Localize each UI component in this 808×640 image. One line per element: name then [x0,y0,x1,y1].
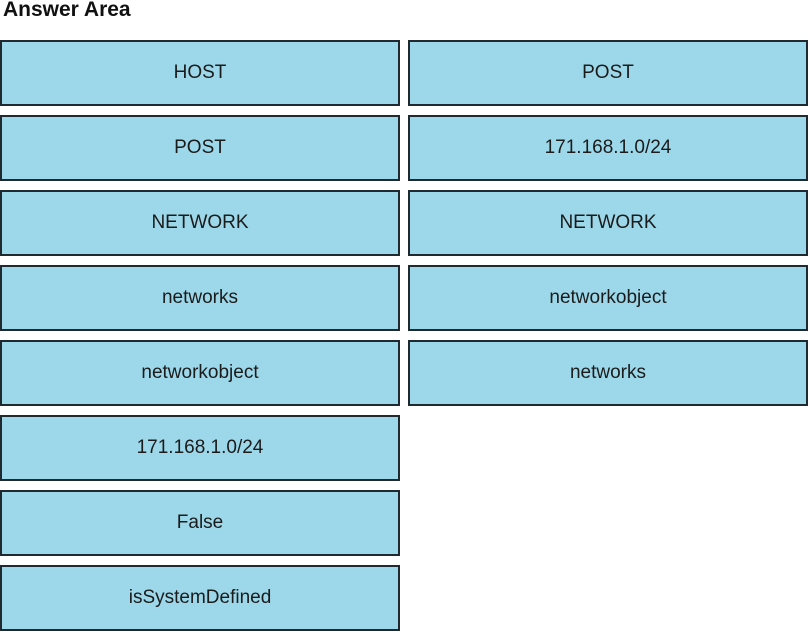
right-answer-column: POST 171.168.1.0/24 NETWORK networkobjec… [408,40,808,415]
answer-box[interactable]: 171.168.1.0/24 [408,115,808,181]
answer-area-title: Answer Area [3,0,131,21]
answer-box[interactable]: False [0,490,400,556]
answer-box[interactable]: networks [408,340,808,406]
left-answer-column: HOST POST NETWORK networks networkobject… [0,40,400,640]
answer-box[interactable]: POST [408,40,808,106]
answer-box[interactable]: POST [0,115,400,181]
answer-box[interactable]: NETWORK [408,190,808,256]
answer-box[interactable]: networkobject [408,265,808,331]
answer-box[interactable]: networks [0,265,400,331]
answer-box[interactable]: 171.168.1.0/24 [0,415,400,481]
answer-box[interactable]: NETWORK [0,190,400,256]
answer-box[interactable]: networkobject [0,340,400,406]
answer-box[interactable]: isSystemDefined [0,565,400,631]
answer-box[interactable]: HOST [0,40,400,106]
